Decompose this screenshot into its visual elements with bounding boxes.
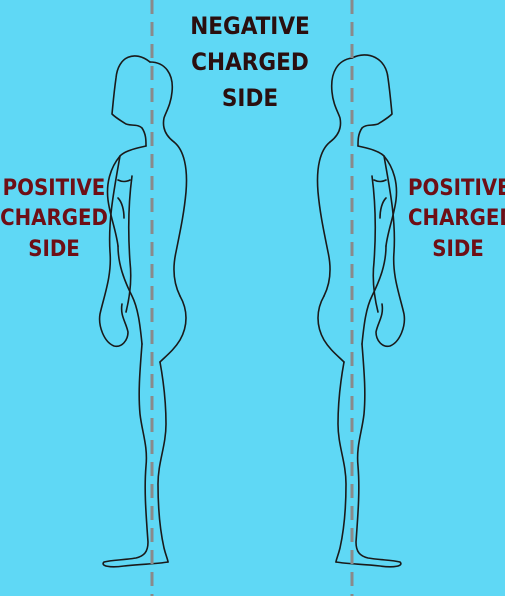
negative-label-line-2: CHARGED [180, 48, 320, 77]
negative-charged-side-label: NEGATIVE CHARGED SIDE [180, 12, 320, 119]
positive-right-line-2: CHARGED [408, 206, 505, 232]
positive-right-line-1: POSITIVE [408, 176, 505, 202]
negative-label-line-1: NEGATIVE [180, 12, 320, 41]
positive-charged-side-label-right: POSITIVE CHARGED SIDE [408, 176, 505, 267]
positive-left-line-1: POSITIVE [0, 176, 108, 202]
positive-left-line-3: SIDE [0, 237, 108, 263]
positive-charged-side-label-left: POSITIVE CHARGED SIDE [0, 176, 108, 267]
left-body-outline [100, 56, 187, 567]
positive-right-line-3: SIDE [408, 237, 505, 263]
right-body-outline [318, 55, 405, 567]
positive-left-line-2: CHARGED [0, 206, 108, 232]
negative-label-line-3: SIDE [180, 84, 320, 113]
